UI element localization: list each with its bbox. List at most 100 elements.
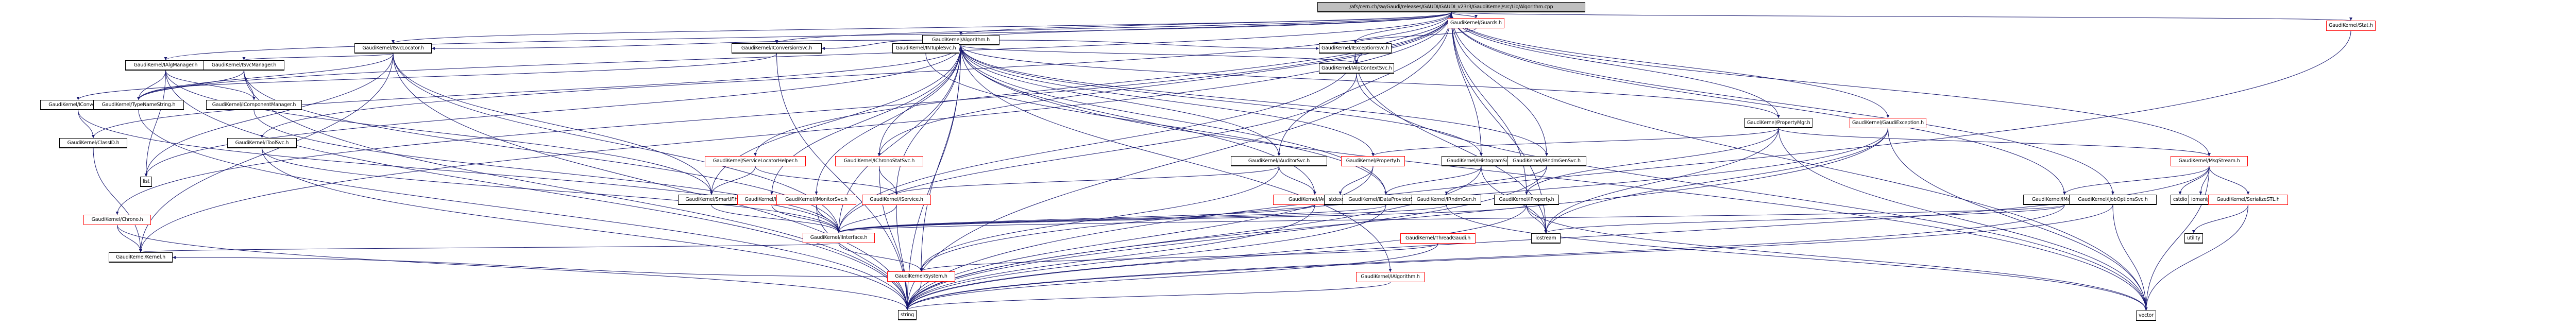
edge-root-to-itoolsvc-h — [260, 12, 1452, 139]
edge-iauditorsvc-h-to-iservice-h — [895, 166, 1279, 195]
edge-algorithm-h-to-iauditorsvc-h — [960, 45, 1281, 157]
graph-node-chrono-h[interactable]: GaudiKernel/Chrono.h — [83, 215, 151, 225]
edge-guards-h-to-iexceptionsvc-h — [1353, 28, 1477, 44]
edge-algorithm-h-to-istateful-h — [770, 45, 961, 195]
graph-node-intuplesvc-h[interactable]: GaudiKernel/INTupleSvc.h — [892, 43, 959, 54]
graph-node-classid-h[interactable]: GaudiKernel/ClassID.h — [59, 138, 127, 148]
edge-algorithm-h-to-ialgorithm-h — [960, 45, 1392, 272]
graph-node-interface-h[interactable]: GaudiKernel/IInterface.h — [803, 233, 875, 243]
edge-algorithm-h-to-ihistogramsvc-h — [960, 45, 1483, 157]
graph-node-serializestl-h[interactable]: GaudiKernel/SerializeSTL.h — [2208, 195, 2288, 205]
graph-node-root[interactable]: /afs/cern.ch/sw/Gaudi/releases/GAUDI/GAU… — [1317, 2, 1585, 12]
edge-irndmgensvc-h-to-string — [906, 166, 1547, 311]
graph-node-smartif-h[interactable]: GaudiKernel/SmartIF.h — [678, 195, 745, 205]
edge-algorithm-h-to-iconversionsvc-h — [821, 40, 923, 50]
edge-root-to-stat-h — [1451, 12, 2352, 21]
graph-node-iservice-h[interactable]: GaudiKernel/IService.h — [862, 195, 931, 205]
graph-node-irndmgensvc-h[interactable]: GaudiKernel/IRndmGenSvc.h — [1507, 156, 1586, 166]
edge-root-to-gaudiexception-h — [1451, 12, 1890, 118]
edge-root-to-iostream — [1451, 12, 1548, 234]
edge-chrono-h-to-string — [117, 225, 909, 311]
graph-node-iexceptionsvc-h[interactable]: GaudiKernel/IExceptionSvc.h — [1319, 43, 1392, 54]
graph-node-ihistogramsvc-h[interactable]: GaudiKernel/IHistogramSvc.h — [1442, 156, 1521, 166]
edge-ijoboptionssvc-h-to-vector — [2112, 204, 2148, 311]
graph-node-vector[interactable]: vector — [2136, 311, 2156, 321]
edge-iproperty-h-to-interface-h — [837, 204, 1527, 233]
graph-node-msgstream-h[interactable]: GaudiKernel/MsgStream.h — [2171, 156, 2248, 166]
graph-node-isvcmanager-h[interactable]: GaudiKernel/ISvcManager.h — [204, 60, 284, 71]
edge-propertymgr-h-to-msgstream-h — [1778, 128, 2211, 157]
graph-node-itoolsvc-h[interactable]: GaudiKernel/IToolSvc.h — [227, 138, 297, 148]
graph-node-ichronostatsvc-h[interactable]: GaudiKernel/IChronoStatSvc.h — [835, 156, 923, 166]
graph-node-ijoboptionssvc-h[interactable]: GaudiKernel/IJobOptionsSvc.h — [2069, 195, 2157, 205]
edge-system-h-to-string — [906, 281, 922, 311]
graph-node-isvclocator-h[interactable]: GaudiKernel/ISvcLocator.h — [354, 43, 432, 54]
edge-system-h-to-kernel-h — [172, 256, 888, 277]
graph-node-irndmgen-h[interactable]: GaudiKernel/IRndmGen.h — [1412, 195, 1481, 205]
edge-threadgaudi-h-to-system-h — [920, 243, 1438, 272]
edge-servicelocatorhelper-h-to-iservice-h — [755, 166, 898, 195]
edge-idataprovidersvc-h-to-interface-h — [837, 204, 1386, 233]
edge-iconversionsvc-h-to-iconverter-h — [76, 53, 777, 100]
edge-iauditorsvc-h-to-iauditor-h — [1279, 166, 1316, 195]
graph-node-stat-h[interactable]: GaudiKernel/Stat.h — [2326, 21, 2376, 31]
edge-property-h-to-string — [906, 166, 1374, 311]
edge-isvclocator-h-to-kernel-h — [139, 53, 394, 253]
graph-node-list[interactable]: list — [140, 177, 152, 187]
graph-node-threadgaudi-h[interactable]: GaudiKernel/ThreadGaudi.h — [1400, 233, 1476, 244]
edge-istateful-h-to-interface-h — [771, 204, 840, 233]
edge-iexceptionsvc-h-to-interface-h — [837, 53, 1355, 233]
edge-itoolsvc-h-to-interface-h — [262, 148, 840, 233]
edge-itoolsvc-h-to-string — [262, 148, 909, 311]
edge-propertymgr-h-to-iproperty-h — [1525, 128, 1779, 195]
edge-msgstream-h-to-vector — [2144, 166, 2210, 311]
graph-node-typenamestring-h[interactable]: GaudiKernel/TypeNameString.h — [93, 100, 184, 110]
edge-isvclocator-h-to-typenamestring-h — [137, 53, 394, 100]
edge-msgstream-h-to-imessagesvc-h — [2063, 166, 2210, 195]
edge-isvclocator-h-to-isvcmanager-h — [242, 53, 394, 61]
graph-node-kernel-h[interactable]: GaudiKernel/Kernel.h — [109, 252, 173, 263]
edge-irndmgen-h-to-interface-h — [837, 204, 1447, 233]
edge-algorithm-h-to-imonitorsvc-h — [815, 45, 961, 195]
graph-node-icomponentmanager-h[interactable]: GaudiKernel/IComponentManager.h — [206, 100, 302, 110]
edge-serializestl-h-to-vector — [2144, 204, 2248, 311]
graph-node-ialgorithm-h[interactable]: GaudiKernel/IAlgorithm.h — [1356, 272, 1425, 282]
graph-node-iauditorsvc-h[interactable]: GaudiKernel/IAuditorSvc.h — [1231, 156, 1327, 166]
edge-isvcmanager-h-to-string — [244, 70, 909, 311]
graph-node-ialgmanager-h[interactable]: GaudiKernel/IAlgManager.h — [125, 60, 206, 71]
graph-node-ialgcontextsvc-h[interactable]: GaudiKernel/IAlgContextSvc.h — [1319, 63, 1395, 74]
edge-algorithm-h-to-iauditor-h — [960, 45, 1316, 195]
edge-algorithm-h-to-ialgcontextsvc-h — [960, 45, 1358, 64]
graph-node-iomanip[interactable]: iomanip — [2189, 195, 2213, 205]
edge-ichronostatsvc-h-to-string — [879, 166, 909, 311]
graph-node-system-h[interactable]: GaudiKernel/System.h — [887, 271, 955, 282]
edge-isvclocator-h-to-smartif-h — [393, 53, 713, 195]
graph-node-iproperty-h[interactable]: GaudiKernel/IProperty.h — [1494, 195, 1559, 205]
edge-msgstream-h-to-cstdio — [2178, 166, 2210, 195]
graph-node-algorithm-h[interactable]: GaudiKernel/Algorithm.h — [922, 35, 999, 45]
edge-root-to-iexceptionsvc-h — [1353, 12, 1452, 44]
graph-node-imonitorsvc-h[interactable]: GaudiKernel/IMonitorSvc.h — [776, 195, 856, 205]
edge-algorithm-h-to-iexceptionsvc-h — [999, 40, 1319, 50]
graph-node-propertymgr-h[interactable]: GaudiKernel/PropertyMgr.h — [1744, 118, 1813, 128]
edge-root-to-irndmgensvc-h — [1451, 12, 1548, 157]
edge-root-to-iconversionsvc-h — [775, 12, 1452, 44]
graph-node-servicelocatorhelper-h[interactable]: GaudiKernel/ServiceLocatorHelper.h — [705, 156, 806, 166]
graph-node-utility[interactable]: utility — [2184, 233, 2203, 244]
edge-ichronostatsvc-h-to-iservice-h — [879, 166, 898, 195]
graph-node-cstdio[interactable]: cstdio — [2171, 195, 2190, 205]
edge-root-to-guards-h — [1451, 12, 1478, 19]
edge-ialgmanager-h-to-smartif-h — [165, 70, 713, 195]
edge-stat-h-to-string — [906, 30, 2351, 311]
graph-node-iostream[interactable]: iostream — [1531, 233, 1561, 244]
graph-node-string[interactable]: string — [898, 310, 917, 320]
graph-node-gaudiexception-h[interactable]: GaudiKernel/GaudiException.h — [1850, 118, 1926, 128]
edge-ijoboptionssvc-h-to-string — [906, 204, 2113, 311]
edge-gaudiexception-h-to-vector — [1888, 128, 2148, 311]
edge-algorithm-h-to-irndmgensvc-h — [960, 45, 1548, 157]
edge-root-to-typenamestring-h — [137, 12, 1452, 100]
graph-node-guards-h[interactable]: GaudiKernel/Guards.h — [1448, 18, 1504, 28]
graph-node-property-h[interactable]: GaudiKernel/Property.h — [1341, 156, 1405, 166]
edge-ialgmanager-h-to-typenamestring-h — [137, 70, 166, 100]
graph-node-iconversionsvc-h[interactable]: GaudiKernel/IConversionSvc.h — [732, 43, 822, 54]
